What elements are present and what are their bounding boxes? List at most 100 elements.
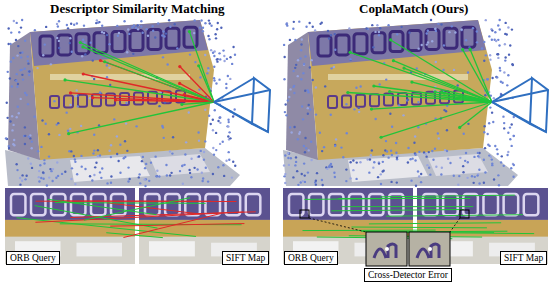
cloud-point (110, 175, 112, 177)
cloud-point (467, 71, 469, 73)
cloud-point (425, 155, 427, 157)
cloud-point (376, 24, 378, 26)
cloud-point (328, 37, 330, 39)
cloud-point (216, 60, 218, 62)
cloud-point (232, 115, 234, 117)
cloud-point (303, 63, 305, 65)
cloud-point (223, 175, 225, 177)
cloud-point (223, 60, 225, 62)
cloud-point (50, 170, 52, 172)
paper (428, 154, 488, 176)
cloud-point (507, 74, 509, 76)
cloud-point (127, 180, 129, 182)
cloud-point (214, 109, 216, 111)
match-point (103, 60, 106, 63)
cloud-point (40, 146, 42, 148)
cloud-point (428, 151, 430, 153)
cloud-point (9, 77, 11, 79)
cloud-point (234, 53, 236, 55)
cloud-point (355, 178, 357, 180)
cloud-point (387, 24, 389, 26)
cloud-point (16, 54, 18, 56)
cloud-point (144, 167, 146, 169)
cloud-point (101, 167, 103, 169)
poster-wall (30, 20, 214, 160)
cloud-point (499, 67, 501, 69)
cloud-point (352, 159, 354, 161)
match-line (65, 80, 214, 102)
poster-letter (58, 35, 71, 55)
cloud-point (315, 183, 317, 185)
cloud-point (193, 167, 195, 169)
cloud-point (379, 27, 381, 29)
cloud-point (295, 156, 297, 158)
cloud-point (189, 53, 191, 55)
cloud-point (333, 172, 335, 174)
cloud-point (513, 164, 515, 166)
cloud-point (25, 94, 27, 96)
cloud-point (402, 114, 404, 116)
cloud-point (430, 19, 432, 21)
cloud-point (106, 64, 108, 66)
photo-letter (289, 194, 303, 215)
cloud-point (492, 121, 494, 123)
match-point (349, 51, 352, 54)
cloud-point (491, 29, 493, 31)
cloud-point (431, 40, 433, 42)
cloud-point (108, 43, 110, 45)
cloud-point (292, 70, 294, 72)
cloud-point (507, 151, 509, 153)
cloud-point (418, 175, 420, 177)
cloud-point (491, 162, 493, 164)
cloud-point (199, 76, 201, 78)
cloud-point (12, 143, 14, 145)
cloud-point (440, 173, 442, 175)
cloud-point (420, 181, 422, 183)
cloud-point (74, 158, 76, 160)
cloud-point (197, 131, 199, 133)
keypoint (385, 247, 389, 251)
cloud-point (39, 164, 41, 166)
cloud-point (55, 177, 57, 179)
cloud-point (227, 119, 229, 121)
photo-letter (483, 194, 498, 215)
cloud-point (154, 36, 156, 38)
cloud-point (512, 135, 514, 137)
cloud-point (434, 28, 436, 30)
cloud-point (106, 76, 108, 78)
cloud-point (417, 126, 419, 128)
poster-letter (50, 96, 59, 108)
cloud-point (38, 170, 40, 172)
poster-letter (318, 36, 331, 56)
cloud-point (435, 61, 437, 63)
cloud-point (378, 162, 380, 164)
cloud-point (321, 150, 323, 152)
cloud-point (218, 116, 220, 118)
cloud-point (307, 171, 309, 173)
cloud-point (497, 53, 499, 55)
cloud-point (227, 125, 229, 127)
cloud-point (145, 163, 147, 165)
cloud-point (369, 158, 371, 160)
cloud-point (17, 45, 19, 47)
cloud-point (435, 165, 437, 167)
cloud-point (11, 115, 13, 117)
cloud-point (93, 134, 95, 136)
cloud-point (321, 184, 323, 186)
cloud-point (296, 170, 298, 172)
cloud-point (293, 92, 295, 94)
cloud-point (508, 53, 510, 55)
cloud-point (367, 158, 369, 160)
cloud-point (476, 41, 478, 43)
cloud-point (500, 93, 502, 95)
cloud-point (97, 155, 99, 157)
cloud-point (346, 132, 348, 134)
cloud-point (38, 180, 40, 182)
cloud-point (474, 176, 476, 178)
cloud-point (509, 138, 511, 140)
cloud-point (24, 143, 26, 145)
cloud-point (7, 43, 9, 45)
cloud-point (467, 161, 469, 163)
cloud-point (305, 26, 307, 28)
cloud-point (96, 19, 98, 21)
